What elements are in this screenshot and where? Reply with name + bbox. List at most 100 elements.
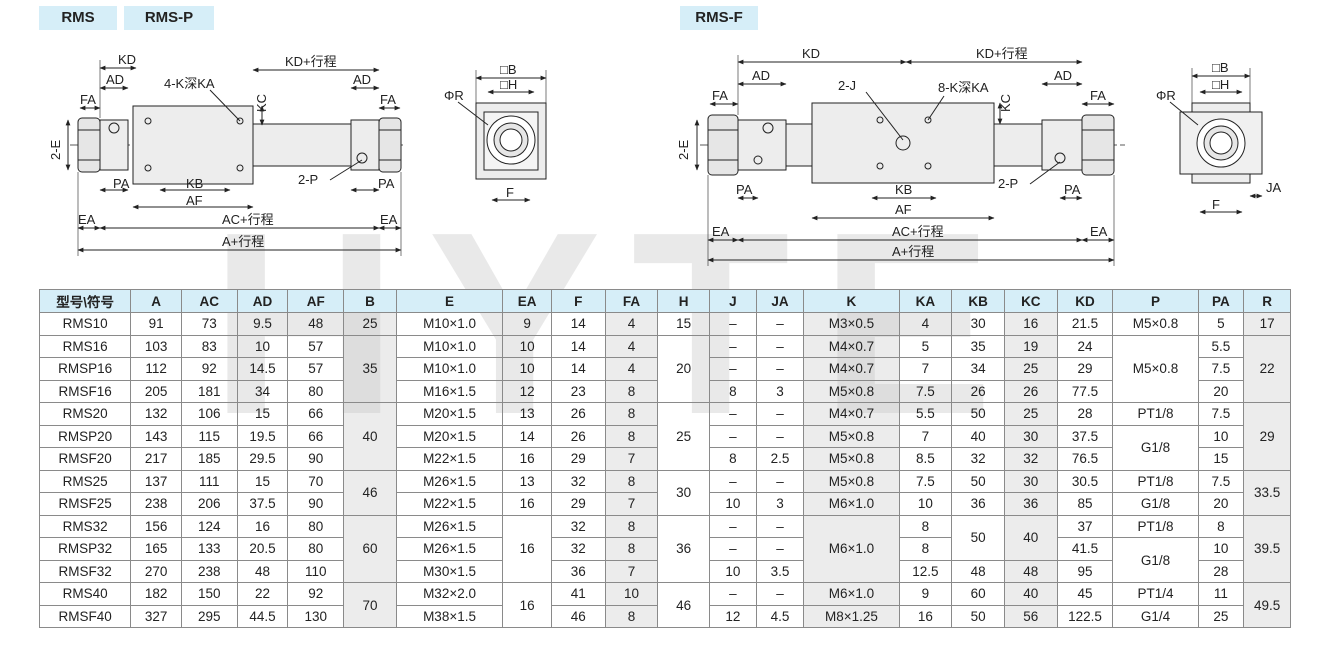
- table-cell: M6×1.0: [803, 492, 900, 516]
- dim-label: PA: [1064, 182, 1081, 197]
- table-cell: 30: [657, 469, 711, 516]
- table-cell: –: [755, 537, 805, 561]
- dim-label: AF: [895, 202, 912, 217]
- header-cell: FA: [604, 289, 659, 313]
- table-cell: 9: [898, 582, 953, 606]
- model-cell: RMSF20: [38, 447, 132, 471]
- table-cell: 20.5: [236, 537, 289, 561]
- table-cell: 40: [343, 402, 397, 471]
- table-cell: 36: [951, 492, 1005, 516]
- dim-label: 2-J: [838, 78, 856, 93]
- table-cell: 41: [550, 582, 606, 606]
- table-cell: 25: [343, 312, 397, 336]
- header-cell: KD: [1056, 289, 1114, 313]
- header-cell: AD: [236, 289, 289, 313]
- table-cell: 32: [550, 537, 606, 561]
- table-cell: 7: [898, 357, 953, 381]
- table-cell: 28: [1197, 559, 1245, 583]
- table-cell: M5×0.8: [803, 447, 900, 471]
- rms-end-view: [457, 70, 547, 203]
- table-cell: –: [755, 424, 805, 448]
- table-cell: 7.5: [898, 469, 953, 493]
- model-tag-rms: RMS: [39, 6, 117, 30]
- table-cell: M20×1.5: [395, 402, 504, 426]
- table-cell: 165: [130, 537, 182, 561]
- table-cell: M26×1.5: [395, 469, 504, 493]
- table-cell: 3.5: [755, 559, 805, 583]
- table-cell: 33.5: [1243, 469, 1291, 516]
- table-cell: 8: [604, 514, 659, 538]
- table-cell: 2.5: [755, 447, 805, 471]
- table-cell: 50: [951, 469, 1005, 493]
- table-cell: 14: [550, 312, 606, 336]
- dim-label: AC+行程: [892, 224, 944, 239]
- table-cell: M5×0.8: [803, 379, 900, 403]
- table-cell: 70: [343, 582, 397, 628]
- dim-label: 8-K深KA: [938, 80, 989, 95]
- table-cell: 70: [287, 469, 345, 493]
- table-cell: PT1/4: [1112, 582, 1199, 606]
- table-cell: 95: [1056, 559, 1114, 583]
- table-cell: 48: [287, 312, 345, 336]
- table-cell: 19: [1003, 334, 1058, 358]
- table-cell: 25: [657, 402, 711, 471]
- dim-label: ΦR: [1156, 88, 1176, 103]
- table-cell: 3: [755, 492, 805, 516]
- table-cell: 10: [709, 559, 757, 583]
- dim-label: □B: [1212, 60, 1229, 75]
- header-cell: PA: [1197, 289, 1245, 313]
- table-cell: 22: [1243, 334, 1291, 403]
- table-cell: –: [755, 514, 805, 538]
- table-cell: M16×1.5: [395, 379, 504, 403]
- model-cell: RMSF25: [38, 492, 132, 516]
- dim-label: F: [506, 185, 514, 200]
- table-cell: –: [755, 582, 805, 606]
- table-cell: 150: [180, 582, 238, 606]
- table-cell: 5.5: [898, 402, 953, 426]
- table-cell: 41.5: [1056, 537, 1114, 561]
- table-cell: 4.5: [755, 604, 805, 628]
- model-cell: RMSF16: [38, 379, 132, 403]
- table-cell: 8: [898, 537, 953, 561]
- table-cell: 7.5: [1197, 357, 1245, 381]
- table-cell: 7.5: [1197, 469, 1245, 493]
- table-cell: –: [709, 537, 757, 561]
- dim-label: KD+行程: [976, 46, 1028, 61]
- rmsf-side-labels: KD AD FA 2-J KD+行程 AD 8-K深KA KC FA 2-E P…: [676, 46, 1108, 259]
- table-cell: –: [709, 424, 757, 448]
- table-cell: M6×1.0: [803, 514, 900, 583]
- table-cell: M26×1.5: [395, 514, 504, 538]
- header-cell: KC: [1003, 289, 1058, 313]
- table-cell: 16: [236, 514, 289, 538]
- table-cell: 4: [604, 334, 659, 358]
- table-cell: M30×1.5: [395, 559, 504, 583]
- table-cell: G1/8: [1112, 424, 1199, 471]
- table-cell: 14: [502, 424, 552, 448]
- header-cell: J: [709, 289, 757, 313]
- dim-label: AD: [106, 72, 124, 87]
- table-cell: 11: [1197, 582, 1245, 606]
- table-cell: 8: [604, 402, 659, 426]
- model-cell: RMS16: [38, 334, 132, 358]
- dim-label: EA: [380, 212, 398, 227]
- table-cell: 80: [287, 514, 345, 538]
- header-cell: A: [130, 289, 182, 313]
- table-cell: 7: [604, 447, 659, 471]
- table-cell: 130: [287, 604, 345, 628]
- header-cell: P: [1112, 289, 1199, 313]
- table-cell: 35: [951, 334, 1005, 358]
- table-cell: 8: [898, 514, 953, 538]
- table-cell: 137: [130, 469, 182, 493]
- table-cell: 143: [130, 424, 182, 448]
- dim-label: EA: [1090, 224, 1108, 239]
- table-cell: 34: [951, 357, 1005, 381]
- table-cell: 8: [604, 469, 659, 493]
- table-cell: –: [709, 469, 757, 493]
